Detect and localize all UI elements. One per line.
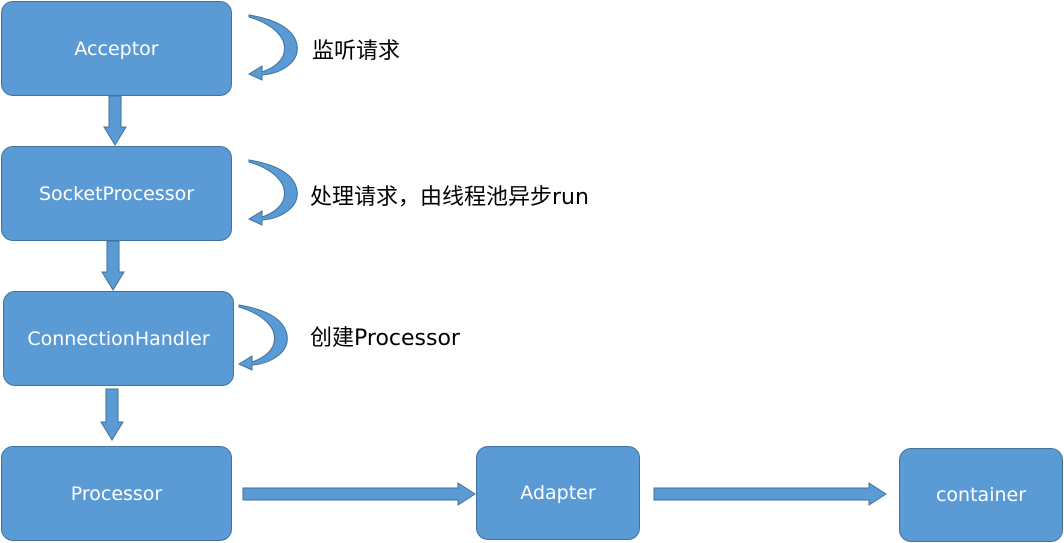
adapter-label: Adapter xyxy=(520,482,596,504)
processor-label: Processor xyxy=(70,482,163,505)
arrow-socketprocessor-to-connectionhandler xyxy=(101,240,125,291)
acceptor-note: 监听请求 xyxy=(312,39,401,64)
loop-arrow-socketprocessor xyxy=(247,159,298,226)
connection-handler-label: ConnectionHandler xyxy=(27,327,210,350)
acceptor-label: Acceptor xyxy=(74,37,159,60)
socket-processor-label: SocketProcessor xyxy=(38,182,195,205)
socket-processor-note: 处理请求，由线程池异步run xyxy=(310,185,589,210)
arrow-processor-to-adapter xyxy=(242,482,476,506)
acceptor-node: Acceptor xyxy=(1,1,232,96)
container-node: container xyxy=(899,448,1063,542)
container-label: container xyxy=(935,484,1027,506)
adapter-node: Adapter xyxy=(476,446,640,540)
loop-arrow-acceptor xyxy=(247,14,298,81)
socket-processor-node: SocketProcessor xyxy=(1,146,232,241)
connection-handler-node: ConnectionHandler xyxy=(3,291,234,386)
arrow-connectionhandler-to-processor xyxy=(100,388,124,441)
processor-node: Processor xyxy=(1,446,232,541)
arrow-adapter-to-container xyxy=(653,482,887,506)
loop-arrow-connectionhandler xyxy=(237,304,288,371)
arrow-acceptor-to-socketprocessor xyxy=(103,95,127,146)
connection-handler-note: 创建Processor xyxy=(310,326,460,351)
